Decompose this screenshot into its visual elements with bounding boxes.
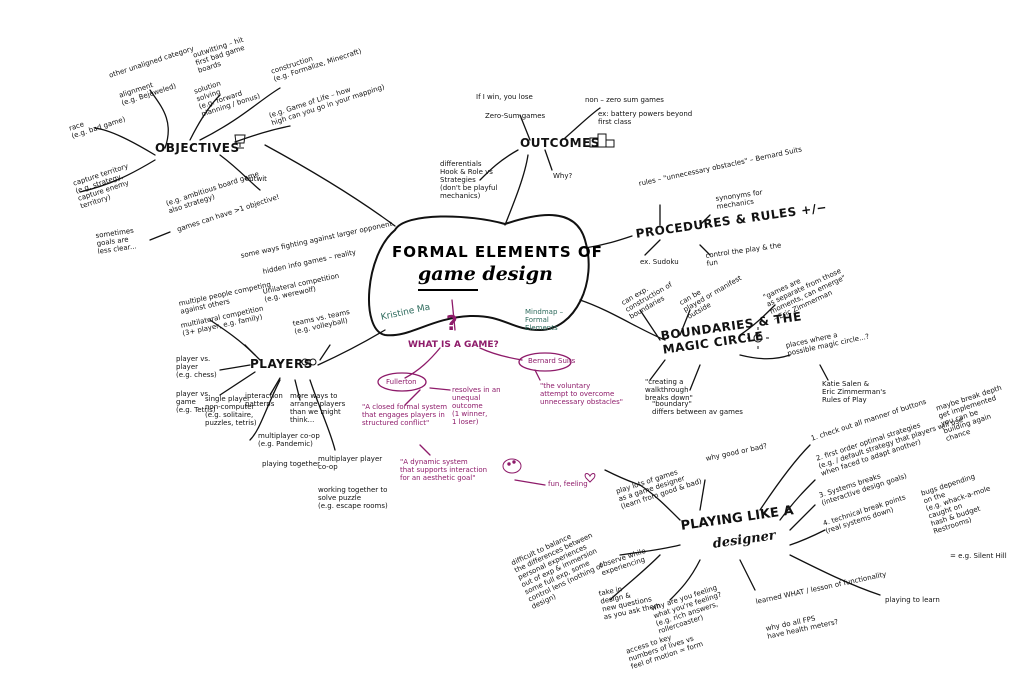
playing-eg-hill: = e.g. Silent Hill: [950, 552, 1007, 560]
players-multiplayer-coop: multiplayer co-op (e.g. Pandemic): [258, 432, 320, 449]
players-interaction: interaction patterns: [245, 392, 283, 409]
outcomes-heading: OUTCOMES: [520, 136, 600, 150]
page-subtitle: game design: [418, 263, 553, 285]
procedures-sudoku: ex. Sudoku: [640, 258, 679, 266]
boundaries-katie: Katie Salen & Eric Zimmerman's Rules of …: [822, 380, 886, 405]
boundaries-creating: "creating a walkthrough breaks down": [645, 378, 693, 403]
what-is-game-label: WHAT IS A GAME?: [408, 340, 499, 350]
players-multiplayer-coop2: multiplayer player co-op: [318, 455, 383, 472]
question-mark-icon: ?: [446, 311, 458, 335]
players-solo: single player non-computer (e.g. solitai…: [205, 395, 257, 428]
players-pvg: player vs. game (e.g. Tetris): [176, 390, 216, 415]
title-underline: [418, 289, 478, 291]
podium-icon: [589, 133, 615, 148]
outcome-why: Why?: [553, 172, 573, 180]
boundaries-boundary: "boundary" differs between av games: [652, 400, 743, 417]
bernard-suits-label: Bernard Suits: [528, 357, 576, 365]
outcome-non-zero-example: ex: battery powers beyond first class: [598, 110, 693, 127]
outcome-zero-sum: Zero-Sum games: [485, 112, 546, 120]
players-pvp: player vs. player (e.g. chess): [176, 355, 217, 380]
players-playing-together: playing together: [262, 460, 321, 468]
players-heading: PLAYERS: [250, 357, 313, 371]
definition-1: "A closed formal system that engages pla…: [362, 403, 448, 428]
objectives-heading: OBJECTIVES: [155, 141, 240, 155]
source-label: Mindmap – Formal Elements: [525, 308, 564, 333]
suits-definition: "the voluntary attempt to overcome unnec…: [540, 382, 623, 407]
page-title: FORMAL ELEMENTS OF: [392, 243, 603, 261]
heart-icon: [584, 473, 596, 483]
palette-icon: [502, 458, 522, 474]
players-working-together: working together to solve puzzle (e.g. e…: [318, 486, 388, 511]
objective-outwit: outwit: [245, 175, 267, 183]
fun-feeling-label: fun, feeling: [548, 480, 588, 488]
magic-circle-icon: [747, 327, 769, 349]
outcome-non-zero: non – zero sum games: [585, 96, 664, 104]
trophy-icon: [234, 134, 246, 149]
players-more-ways: more ways to arrange players than we mig…: [290, 392, 346, 425]
definition-2: "A dynamic system that supports interact…: [400, 458, 488, 483]
fullerton-label: Fullerton: [386, 378, 417, 386]
outcome-win-lose: If I win, you lose: [476, 93, 533, 101]
playing-played: playing to learn: [885, 596, 940, 604]
resolves-label: resolves in an unequal outcome (1 winner…: [452, 386, 501, 427]
outcome-dependencies: differentials Hook & Role vs Strategies …: [440, 160, 498, 201]
players-icon: [301, 358, 317, 366]
